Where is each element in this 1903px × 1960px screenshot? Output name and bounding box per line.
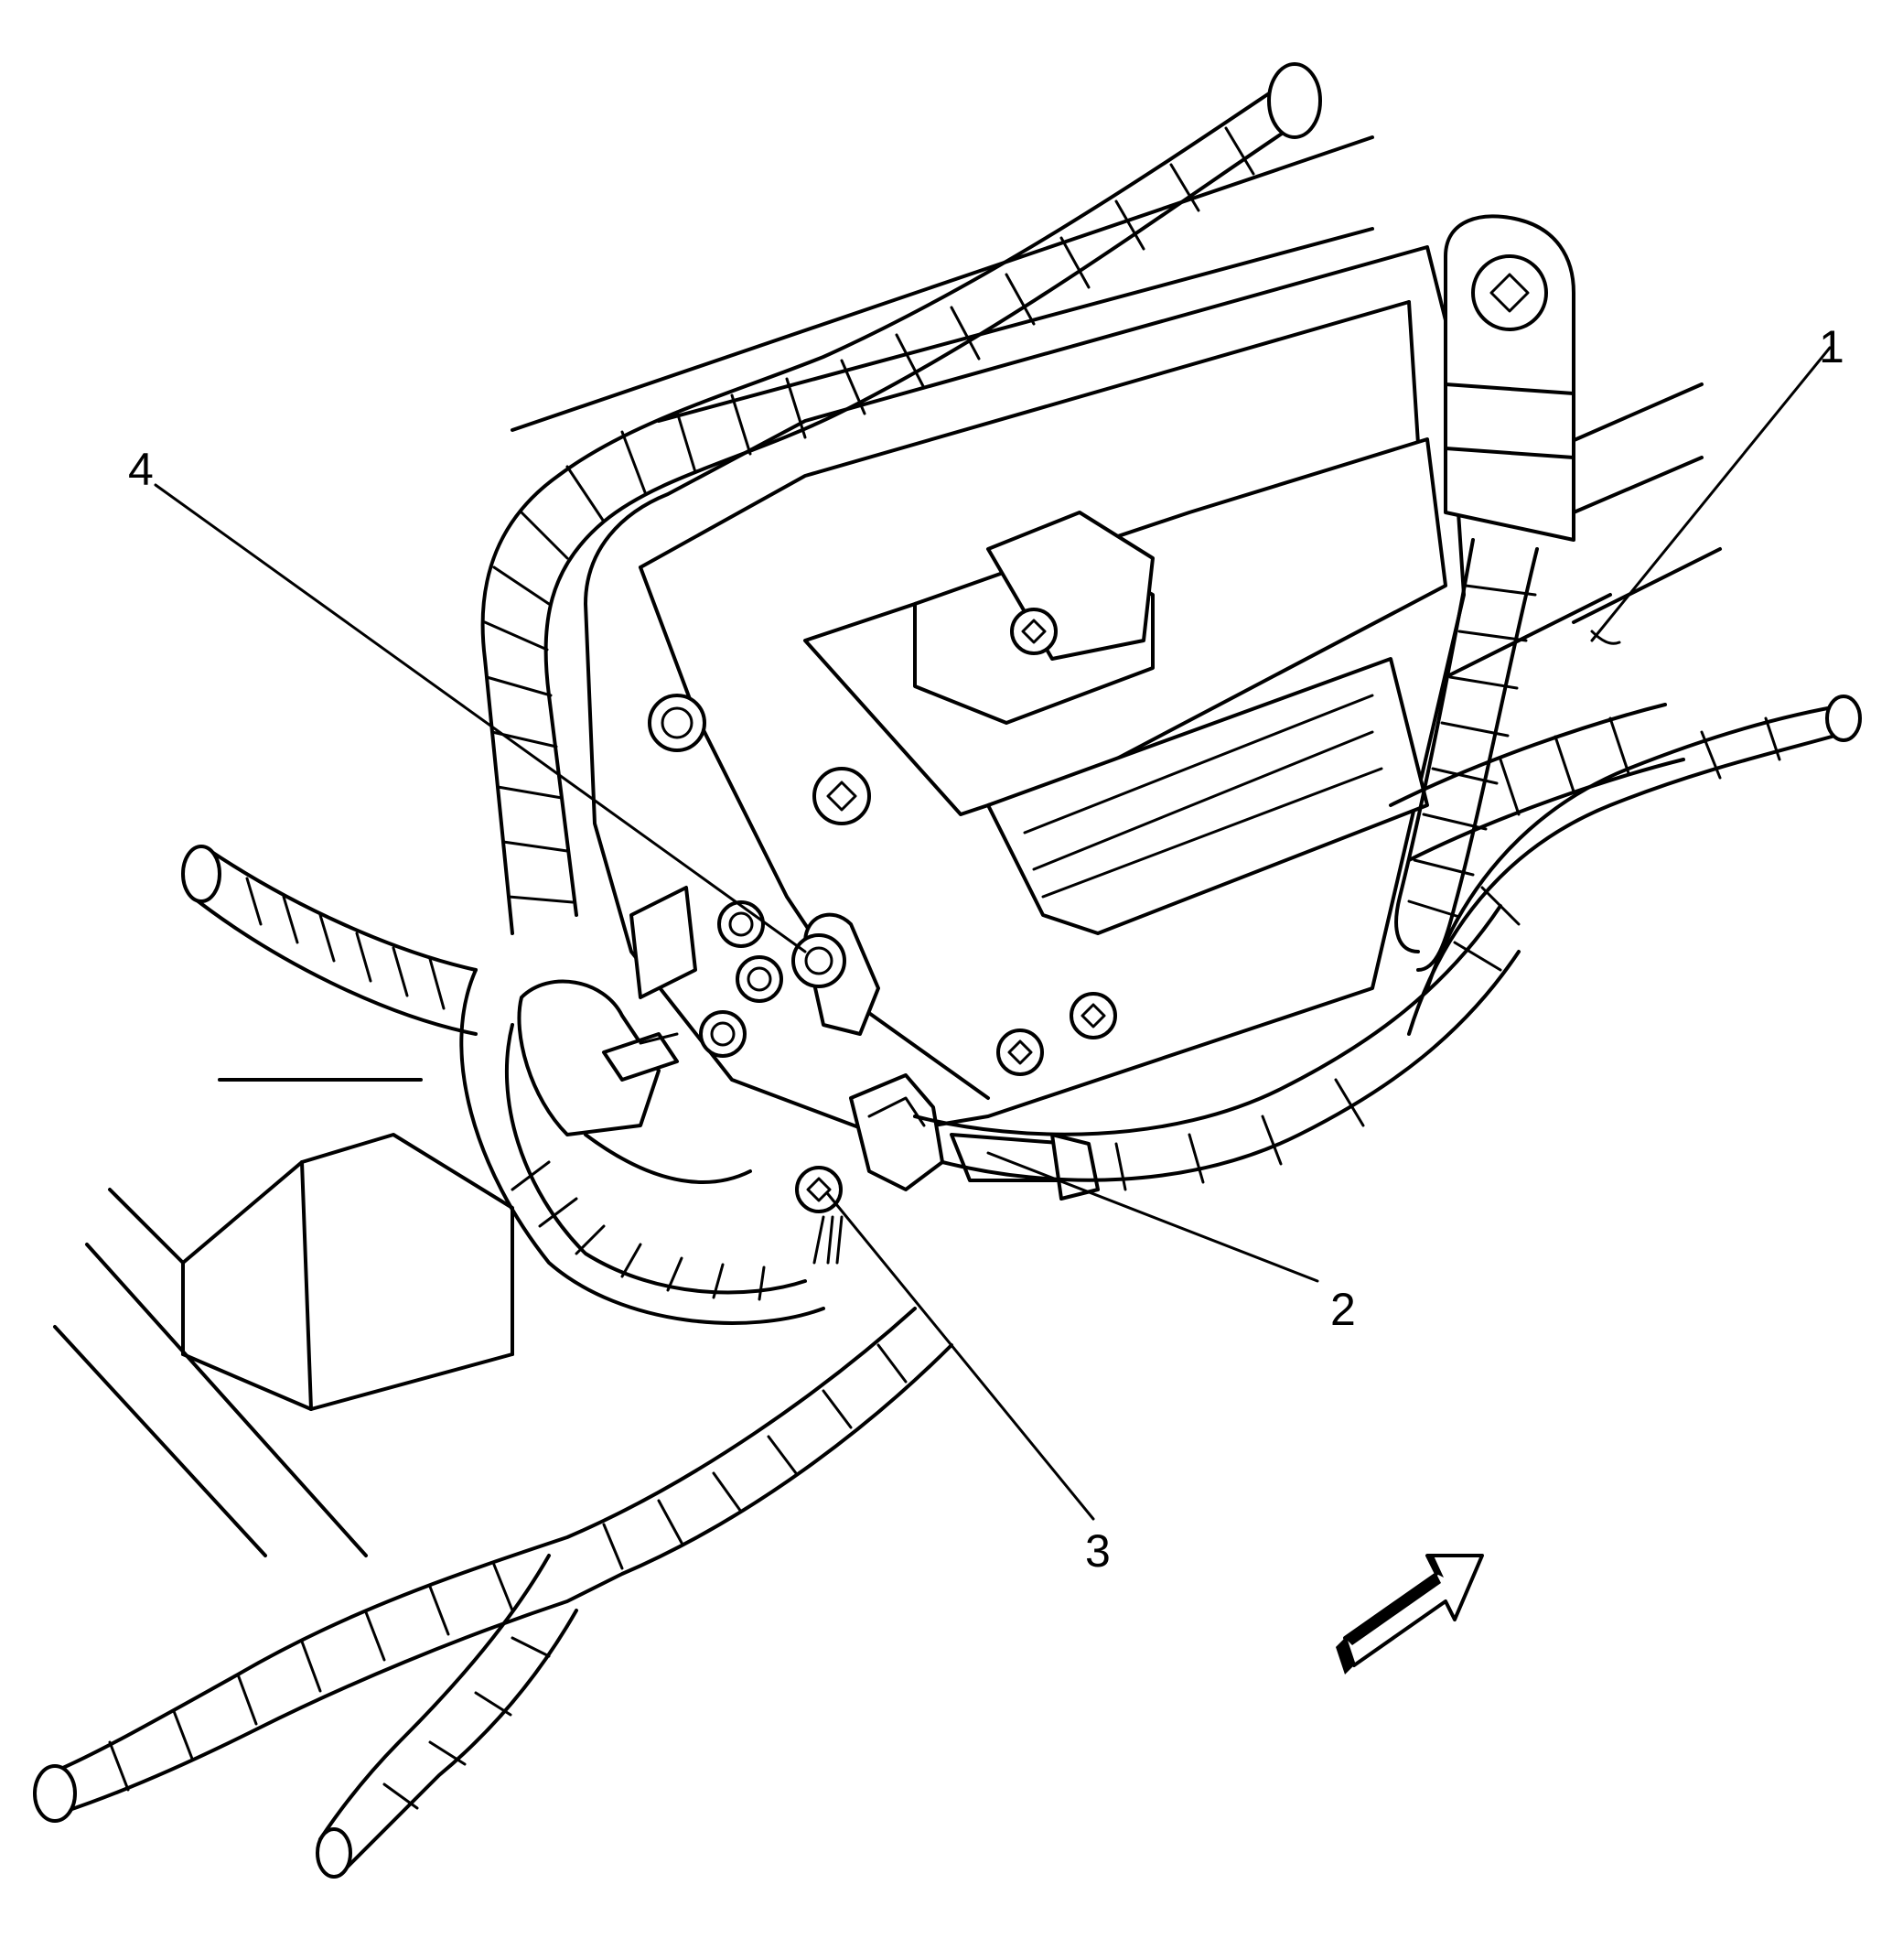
callout-3-label: 3 bbox=[1085, 1525, 1111, 1577]
callout-2-label: 2 bbox=[1330, 1284, 1356, 1335]
callout-labels: 1 2 3 4 bbox=[128, 321, 1844, 1577]
leader-lines bbox=[154, 346, 1832, 1521]
frame-rails bbox=[53, 1078, 514, 1557]
callout-1-label: 1 bbox=[1819, 321, 1844, 372]
upper-harness bbox=[480, 62, 1322, 935]
body-structure-lines bbox=[511, 135, 1722, 679]
right-harness bbox=[913, 695, 1862, 1191]
module-nuts bbox=[812, 767, 1117, 1076]
bracket-holes bbox=[629, 694, 783, 1058]
ground-strap bbox=[1394, 214, 1575, 972]
ground-eyelet bbox=[791, 912, 880, 1036]
callout-4-label: 4 bbox=[128, 444, 154, 495]
control-module bbox=[803, 437, 1447, 935]
left-harness bbox=[181, 845, 478, 1036]
lower-harness bbox=[33, 1307, 953, 1879]
loop-harness bbox=[459, 968, 825, 1325]
front-direction-arrow bbox=[1336, 1554, 1484, 1675]
